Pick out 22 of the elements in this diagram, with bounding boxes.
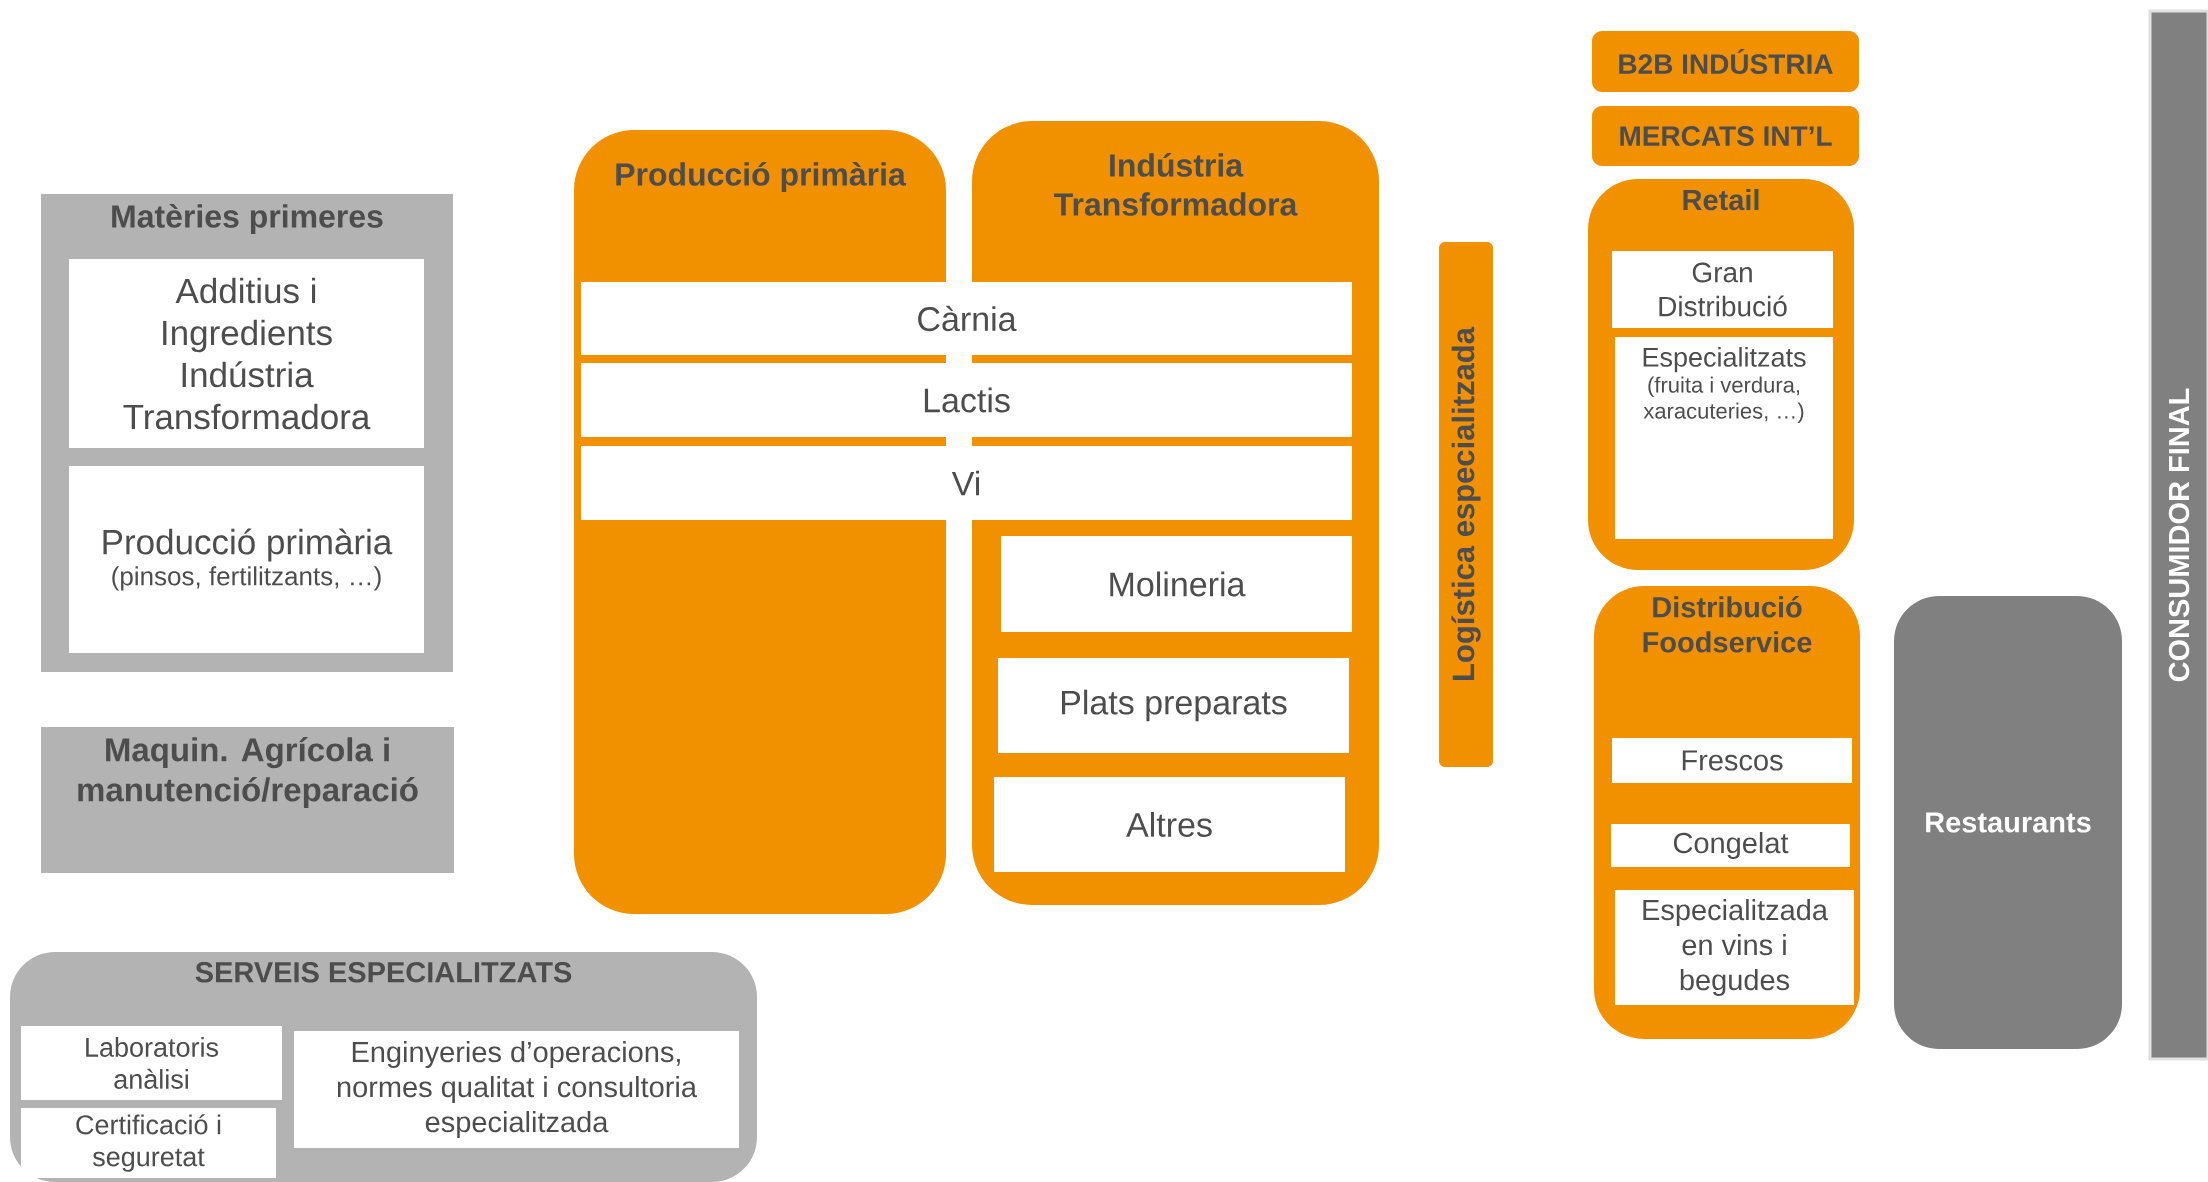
channel-box: MERCATS INT’L bbox=[1592, 106, 1859, 166]
channel-box: Especialitzada en vins i begudes bbox=[1615, 890, 1854, 1005]
channel-box: Gran Distribució bbox=[1612, 251, 1833, 328]
channel-box: B2B INDÚSTRIA bbox=[1592, 31, 1859, 92]
restaurant-box: Restaurants bbox=[1894, 596, 2122, 1049]
category-box: Producció primària (pinsos, fertilitzants, …) bbox=[69, 466, 424, 653]
vertical-band: CONSUMIDOR FINAL bbox=[2148, 9, 2208, 1061]
sector-box: Plats preparats bbox=[998, 658, 1349, 753]
sector-box: Molineria bbox=[1001, 536, 1352, 632]
service-box: Certificació i seguretat bbox=[21, 1108, 276, 1178]
channel-box: Frescos bbox=[1612, 738, 1852, 783]
vertical-band: Logística especialitzada bbox=[1439, 242, 1493, 767]
channel-box: Congelat bbox=[1611, 824, 1850, 867]
sector-box: Altres bbox=[994, 777, 1345, 872]
service-box: Laboratoris anàlisi bbox=[21, 1026, 282, 1100]
category-box: Maquin. Agrícola i manutenció/reparació bbox=[41, 727, 454, 873]
sector-band: Vi bbox=[581, 446, 1352, 520]
sector-band: Càrnia bbox=[581, 282, 1352, 355]
category-box: Additius i Ingredients Indústria Transformadora bbox=[69, 259, 424, 448]
service-box: Enginyeries d’operacions, normes qualitat i consultoria especialitzada bbox=[294, 1031, 739, 1148]
sector-band: Lactis bbox=[581, 363, 1352, 437]
channel-box: Especialitzats (fruita i verdura, xaracuteries, …) bbox=[1615, 337, 1833, 539]
